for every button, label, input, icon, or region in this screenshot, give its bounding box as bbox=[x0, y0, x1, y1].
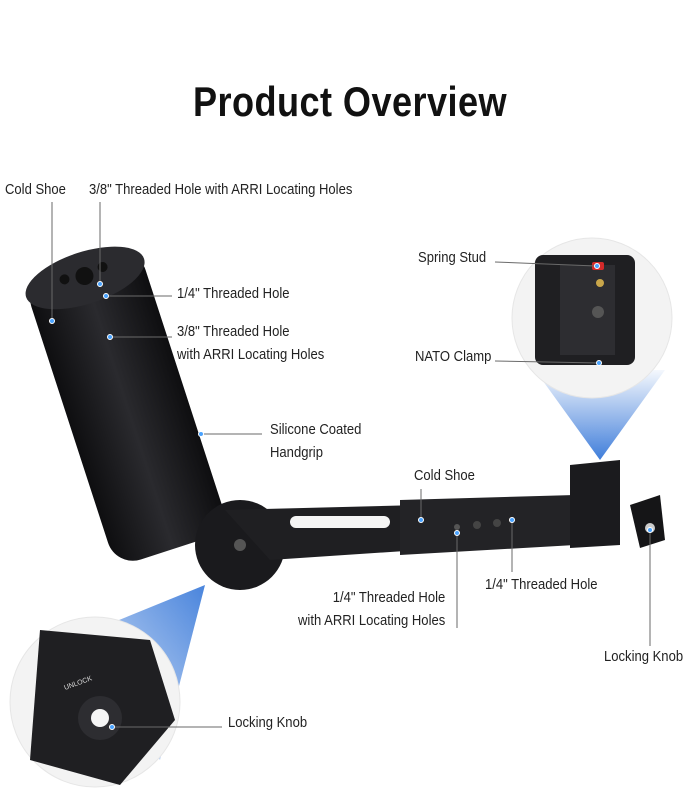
label-threaded-14-arm: 1/4" Threaded Hole bbox=[485, 577, 598, 593]
callout-dots bbox=[49, 263, 653, 730]
label-line-2: with ARRI Locating Holes bbox=[298, 613, 446, 629]
label-line-2: with ARRI Locating Holes bbox=[177, 347, 325, 363]
handgrip bbox=[30, 251, 224, 561]
label-line-1: 3/8" Threaded Hole bbox=[177, 324, 290, 340]
label-nato-clamp: NATO Clamp bbox=[415, 349, 492, 365]
label-line-1: Silicone Coated bbox=[270, 422, 362, 438]
label-threaded-14-grip: 1/4" Threaded Hole bbox=[177, 286, 290, 302]
label-cold-shoe-arm: Cold Shoe bbox=[414, 468, 475, 484]
label-threaded-38-side: 3/8" Threaded Hole with ARRI Locating Ho… bbox=[177, 321, 324, 367]
label-threaded-38-top: 3/8" Threaded Hole with ARRI Locating Ho… bbox=[89, 182, 353, 198]
label-locking-knob-inset: Locking Knob bbox=[228, 715, 308, 731]
label-cold-shoe-top: Cold Shoe bbox=[5, 182, 66, 198]
label-locking-knob-right: Locking Knob bbox=[604, 649, 684, 665]
label-spring-stud: Spring Stud bbox=[418, 250, 487, 266]
label-handgrip: Silicone Coated Handgrip bbox=[270, 419, 361, 465]
label-threaded-14-arri: 1/4" Threaded Hole with ARRI Locating Ho… bbox=[298, 587, 445, 633]
arm-plate bbox=[400, 495, 575, 555]
locking-knob bbox=[630, 495, 665, 548]
nato-clamp bbox=[570, 460, 620, 548]
page-title: Product Overview bbox=[192, 78, 508, 125]
label-line-2: Handgrip bbox=[270, 445, 323, 461]
label-line-1: 1/4" Threaded Hole bbox=[332, 590, 446, 606]
